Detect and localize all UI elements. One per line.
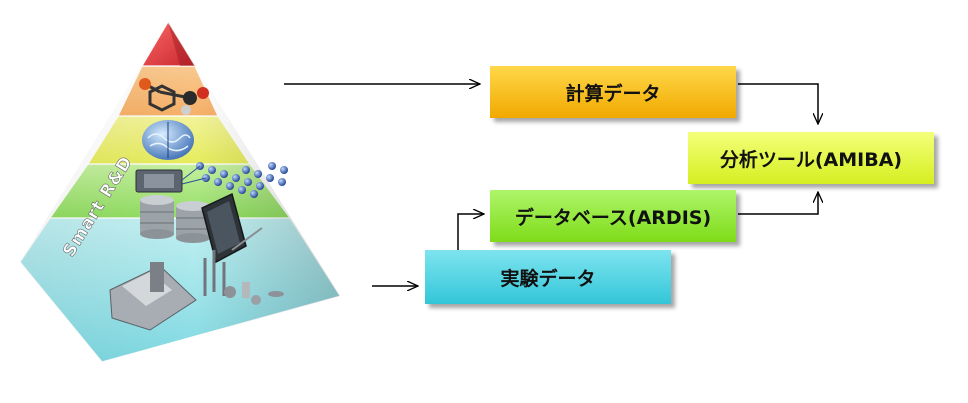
brain-icon [142, 120, 194, 160]
analysis-tool-box: 分析ツール(AMIBA) [688, 132, 934, 184]
molecule-icon [139, 78, 209, 115]
lab-equipment-icon [109, 250, 284, 331]
calc-data-box: 計算データ [490, 66, 736, 118]
tablet-icon [201, 192, 263, 264]
analysis-tool-label: 分析ツール(AMIBA) [719, 148, 903, 171]
calc-data-label: 計算データ [565, 82, 661, 105]
smart-rd-pyramid: Smart R&D [19, 20, 341, 363]
experiment-data-label: 実験データ [500, 267, 596, 290]
database-label: データベース(ARDIS) [514, 206, 712, 229]
experiment-data-box: 実験データ [425, 250, 671, 304]
arrow-calc-to-amiba [738, 83, 818, 124]
chip-network-icon [135, 162, 288, 198]
arrow-experiment-to-database [457, 214, 484, 250]
database-box: データベース(ARDIS) [490, 190, 736, 242]
arrow-database-to-amiba [738, 192, 818, 215]
